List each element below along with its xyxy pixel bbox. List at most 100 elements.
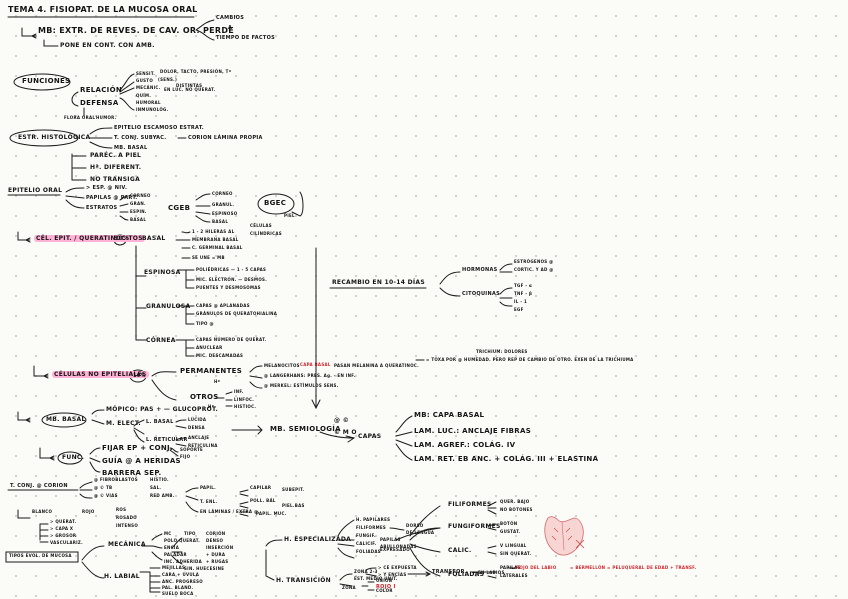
estr-histologica-label: ESTR. HISTOLÓGICA: [18, 134, 91, 141]
mec-det-1: TIPO: [184, 531, 196, 536]
def-sub-1: QUÍM.: [136, 93, 152, 98]
blanco-2: > CAPA X: [50, 526, 74, 531]
t-conj-label: T. CONJ. @ CORION: [10, 483, 68, 489]
esp-1: POLIÉDRICAS — 1 - 5 CAPAS: [196, 267, 267, 272]
perm-2: @ LANGERHANS: PRES. Ag. - EN INF.: [264, 373, 356, 378]
gran-2: GRÁNULOS DE QUERATOHIALINA: [196, 311, 278, 316]
cgeb-3: ESPINOSO: [212, 211, 238, 216]
trans-sub-1b: EST. MEDIO UNIT.: [354, 576, 398, 581]
cor-2: ANUCLEAR: [196, 345, 223, 350]
t-conj-sub-3b: RED AMB.: [150, 493, 175, 498]
papila-mini-8: LATERALES: [500, 573, 528, 578]
def-sub-2: HUMORAL: [136, 100, 161, 105]
feature-3: NO TRANSIGA: [90, 176, 141, 183]
func-3: BARRERA SEP.: [102, 469, 162, 477]
rel-sub-1: SENSIT.: [136, 71, 156, 76]
otros-1: INF.: [234, 389, 244, 394]
epit-estr-4: BASAL: [130, 217, 147, 222]
t-conj-sub-2b: SAL.: [150, 485, 162, 490]
color-rojo: ROJO: [82, 509, 95, 514]
lab-1: MEJILLAS: [162, 565, 186, 570]
esp-2: MIC. ELECTRÓN. — DESMOS.: [196, 277, 268, 282]
perm-1a: MELANOCITOS: [264, 363, 300, 368]
lab-5: SUELO BOCA: [162, 591, 194, 596]
capas-4: LAM. RET. EB ANC. + COLÁG. III + ELASTIN…: [414, 455, 599, 463]
espinosa-label: ESPINOSA: [144, 269, 181, 276]
intro-cambios-2: A: [228, 25, 233, 31]
cgeb-1: CORNEO: [212, 191, 233, 196]
papila-2: FUNGIFORMES: [448, 523, 501, 530]
intro-mb-line: MB: EXTR. DE REVES. DE CAV. OR. PERDE: [38, 26, 235, 35]
papila-1: FILIFORMES: [448, 501, 492, 508]
mb-basal-label: MB. BASAL: [46, 416, 86, 423]
rel-sub-2-det: (SENS.): [158, 77, 178, 82]
rel-sub-3-det: EN LUC. NO QUERAT.: [164, 87, 216, 92]
mec-det-4: INSERCIÓN: [206, 545, 234, 550]
t-conj-sub-1: @ FIBROBLASTOS: [94, 477, 138, 482]
papila-3: CALIC.: [448, 547, 472, 554]
funciones-bottom-note: FLORA ORAL: [64, 115, 96, 120]
color-blanco: BLANCO: [32, 509, 53, 514]
esp-sub-1-det2: ABULLONADAS: [380, 544, 417, 549]
func-1b: SOPORTE: [180, 447, 204, 452]
gran-3: TIPO @: [196, 321, 214, 326]
capas-label: CAPAS: [358, 433, 382, 440]
t-conj-sub-1b: HISTIO.: [150, 477, 169, 482]
otros-label: OTROS: [190, 393, 219, 401]
mec-det-6: + RUGAS: [206, 559, 229, 564]
mb-basal-1b: DENSA: [188, 425, 205, 430]
estr-item-2: T. CONJ. SUBYAC.: [114, 135, 167, 141]
rel-sub-2b: DISTINTAS: [176, 83, 203, 88]
esp-sub-3: FUNGIF.: [356, 533, 376, 538]
mb-semiologia: MB. SEMIOLOGÍA: [270, 425, 341, 433]
semi-b: © M O: [334, 429, 357, 436]
bgec-sub: PIEL: [284, 213, 295, 218]
trans-result-note: EXPRESADO: [380, 547, 410, 552]
perm-3: @ MERKEL: ESTÍMULOS SENS.: [264, 383, 339, 388]
capas-2: LAM. LUC.: ANCLAJE FIBRAS: [414, 427, 532, 435]
estr-item-2-det: CORION LÁMINA PROPIA: [188, 135, 263, 141]
epit-item-2: PAPILAS @ PART.: [86, 195, 138, 201]
esp-3: PUENTES Y DESMOSOMAS: [196, 285, 261, 290]
esp-sub-1a: DORSO: [406, 523, 424, 528]
estr-item-3: MB. BASAL: [114, 145, 148, 151]
func-label: FUNC.: [62, 454, 85, 461]
defensa-label: DEFENSA: [80, 99, 119, 107]
perm-sub: Hª: [214, 379, 221, 384]
papilar-1a: CAPILAR: [250, 485, 272, 490]
epit-item-1: > ESP. @ NIV.: [86, 185, 128, 191]
mb-basal-1a: LÚCIDA: [188, 417, 207, 422]
recambio-label: RECAMBIO EN 10-14 DÍAS: [332, 279, 425, 286]
no-epiteliales-percent: 10%: [133, 373, 146, 379]
trans-mid: — EN LABIOS: [472, 570, 505, 575]
def-sub-3: INMUNOLÓG.: [136, 107, 169, 112]
blanco-1: > QUERAT.: [50, 519, 77, 524]
mb-ret-b: RETICULINA: [188, 443, 218, 448]
bgec-label: BGEC: [264, 199, 287, 207]
otros-sub: Hª: [208, 404, 215, 409]
mec-3: ENCÍA: [164, 545, 180, 550]
trans-sub-2: ZONA: [342, 585, 356, 590]
trichium-1: TRICHIUM: DOLORES: [476, 349, 528, 354]
blanco-3: > GROSOR: [50, 533, 77, 538]
papilar-2b: PIEL.BAS: [282, 503, 305, 508]
trichium-2: POR @ HUMEDAD. PERO REP DE CAMBIO DE OTR…: [446, 357, 634, 362]
feature-2: Hª. DIFERENT.: [90, 164, 142, 171]
lab-3: ANC. PROGRESO: [162, 579, 203, 584]
horm-det-2: CORTIC. Y AD @: [514, 267, 554, 272]
papila-mini-7: PAPILAS: [500, 565, 521, 570]
transicion-label: H. TRANSICIÓN: [276, 577, 331, 584]
epit-estr-2: GRAN.: [130, 201, 146, 206]
trans-sub-2b: UNIÓN: [376, 578, 393, 583]
citoquinas-label: CITOQUINAS: [462, 291, 501, 297]
perm-1b: CAPA BASAL: [300, 362, 331, 367]
rel-sub-1-det: DOLOR, TACTO, PRESIÓN, Tª: [160, 69, 232, 74]
trans-sub-2c: COLOR: [376, 588, 393, 593]
papila-mini-3: BOTÓN: [500, 521, 518, 526]
semi-a: @ ©: [334, 417, 349, 424]
mec-5: INC. ADHERIDA: [164, 559, 203, 564]
estr-item-1: EPITELIO ESCAMOSO ESTRAT.: [114, 125, 204, 131]
func-1: FIJAR EP + CONJ.: [102, 444, 173, 452]
papila-mini-5: V LINGUAL: [500, 543, 527, 548]
cgeb-4: BASAL: [212, 219, 229, 224]
